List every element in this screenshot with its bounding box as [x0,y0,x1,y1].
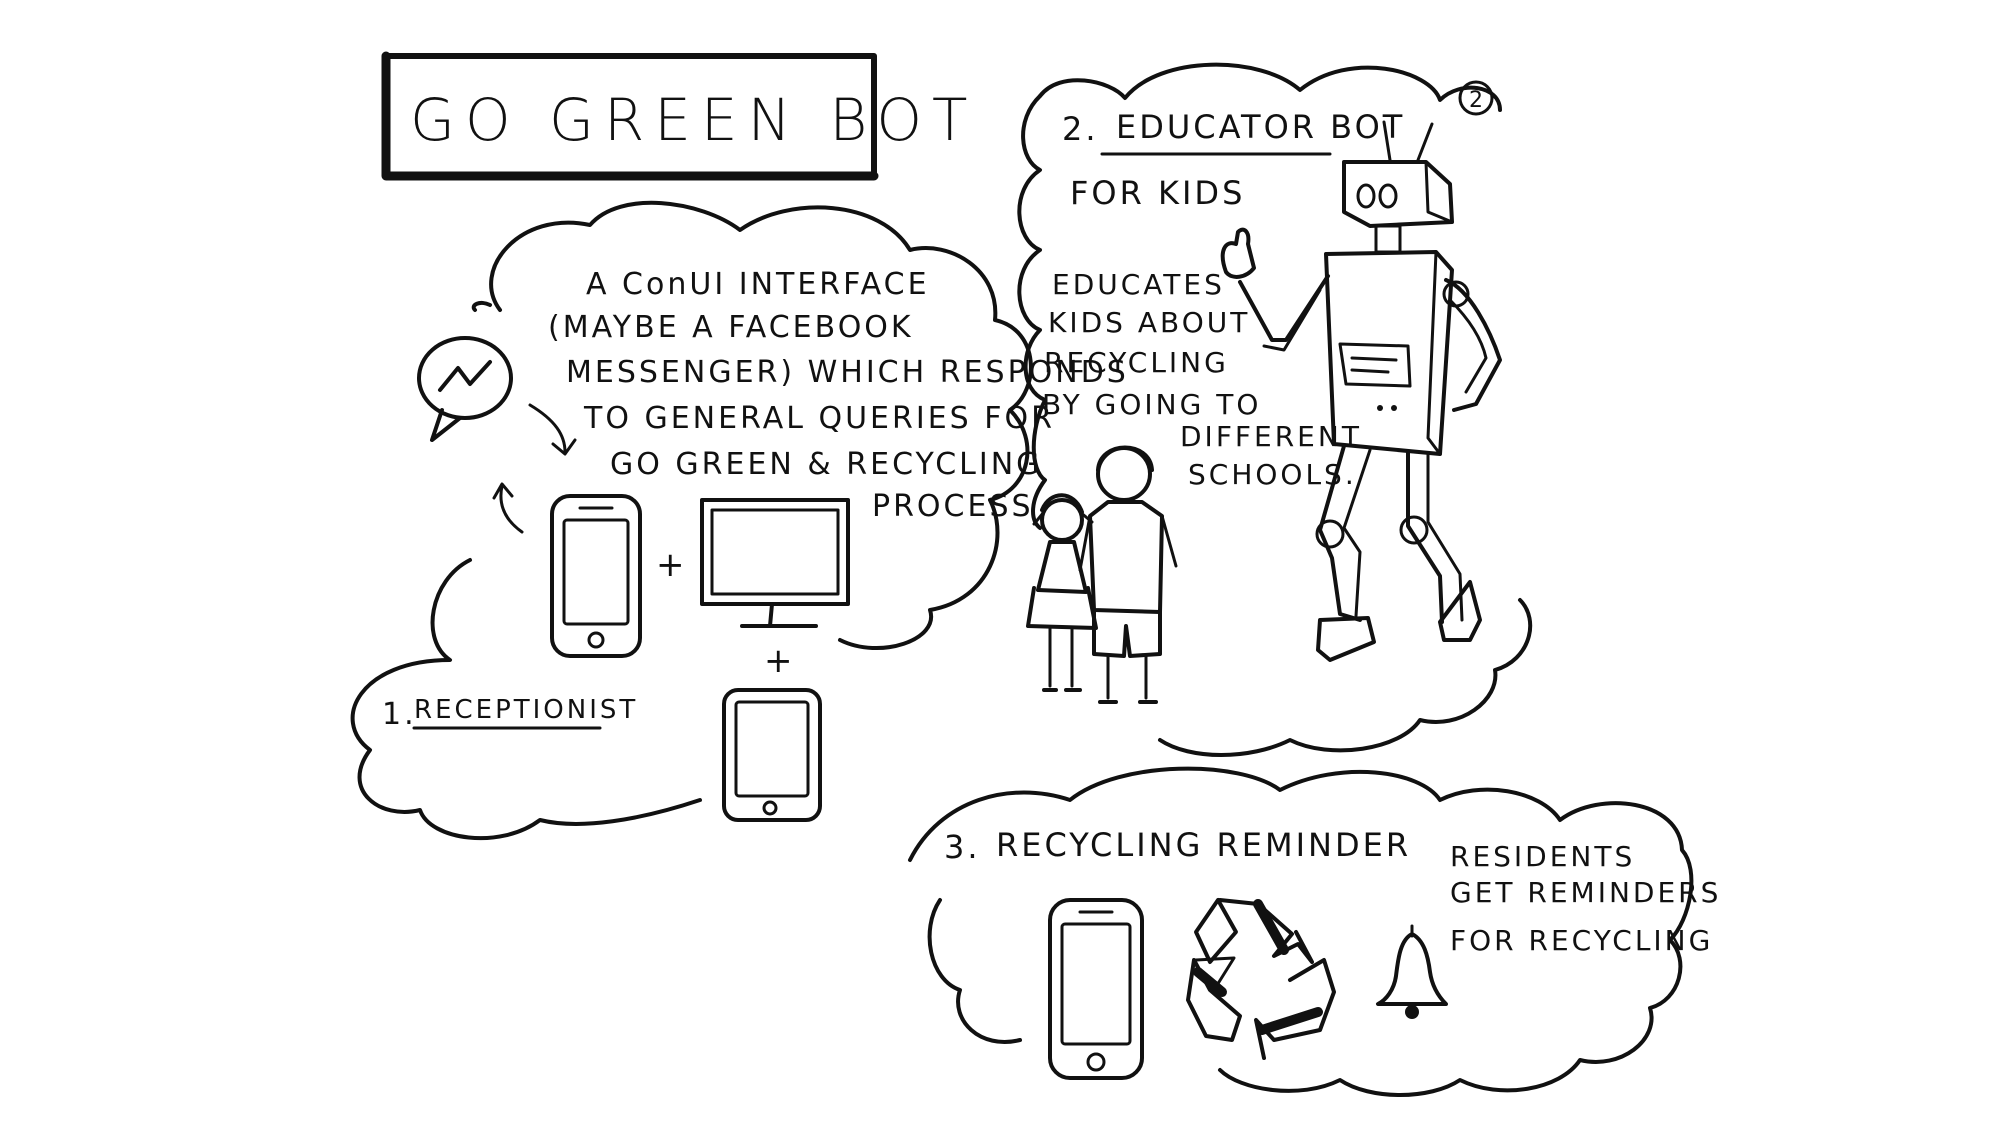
educator-cloud [1038,62,1502,112]
arrow-up-icon [492,482,524,534]
robot-illustration [1220,120,1502,662]
svg-text:EDUCATES: EDUCATES [1052,268,1225,301]
reminder-section: 3. RECYCLING REMINDER RESI [908,766,1721,1097]
reminder-number: 3. [944,828,981,866]
monitor-icon [700,498,850,628]
bell-icon [1376,924,1448,1019]
recycle-icon [1186,898,1336,1060]
tablet-icon [722,688,822,822]
svg-text:KIDS ABOUT: KIDS ABOUT [1048,306,1250,339]
svg-text:FOR RECYCLING: FOR RECYCLING [1450,924,1713,957]
svg-text:DIFFERENT: DIFFERENT [1180,420,1362,453]
section-badge: 2 [1458,80,1494,116]
reminder-label: RECYCLING REMINDER [996,826,1411,864]
svg-text:BY GOING TO: BY GOING TO [1042,388,1261,421]
smartphone-icon [550,494,642,658]
svg-text:PROCESS: PROCESS [872,489,1034,524]
kids-illustration [1026,445,1178,704]
svg-text:(MAYBE A FACEBOOK: (MAYBE A FACEBOOK [548,310,914,345]
reminder-description: RESIDENTS GET REMINDERS FOR RECYCLING [1450,840,1721,957]
educator-number: 2. [1062,110,1099,148]
plus-sign: + [656,545,688,585]
receptionist-number: 1. [382,697,417,732]
reminder-cloud [908,766,1694,1097]
messenger-icon [417,336,513,442]
educator-section: 2 2. EDUCATOR BOT FOR KIDS EDUCATES KIDS… [1017,62,1533,757]
reminder-smartphone-icon [1048,898,1144,1080]
educator-subtitle: FOR KIDS [1070,174,1245,212]
arrow-down-icon [528,403,577,456]
svg-text:MESSENGER) WHICH RESPONDS: MESSENGER) WHICH RESPONDS [566,355,1129,390]
svg-text:A ConUI INTERFACE: A ConUI INTERFACE [586,267,930,302]
educator-label: EDUCATOR BOT [1116,108,1405,146]
page-title: GO GREEN BOT [410,86,977,154]
svg-text:GO GREEN & RECYCLING: GO GREEN & RECYCLING [610,447,1042,482]
svg-text:2: 2 [1469,88,1486,113]
plus-sign-2: + [764,641,796,681]
svg-text:GET REMINDERS: GET REMINDERS [1450,876,1721,909]
receptionist-label: RECEPTIONIST [414,695,638,725]
svg-text:RESIDENTS: RESIDENTS [1450,840,1635,873]
svg-text:RECYCLING: RECYCLING [1044,346,1229,379]
receptionist-description: A ConUI INTERFACE (MAYBE A FACEBOOK MESS… [548,267,1129,524]
title-box: GO GREEN BOT [381,51,977,181]
receptionist-section: A ConUI INTERFACE (MAYBE A FACEBOOK MESS… [350,200,1129,841]
receptionist-cloud [489,200,1033,650]
svg-text:TO GENERAL QUERIES FOR: TO GENERAL QUERIES FOR [583,401,1055,436]
svg-text:SCHOOLS.: SCHOOLS. [1188,458,1357,491]
educator-description: EDUCATES KIDS ABOUT RECYCLING BY GOING T… [1042,268,1362,491]
